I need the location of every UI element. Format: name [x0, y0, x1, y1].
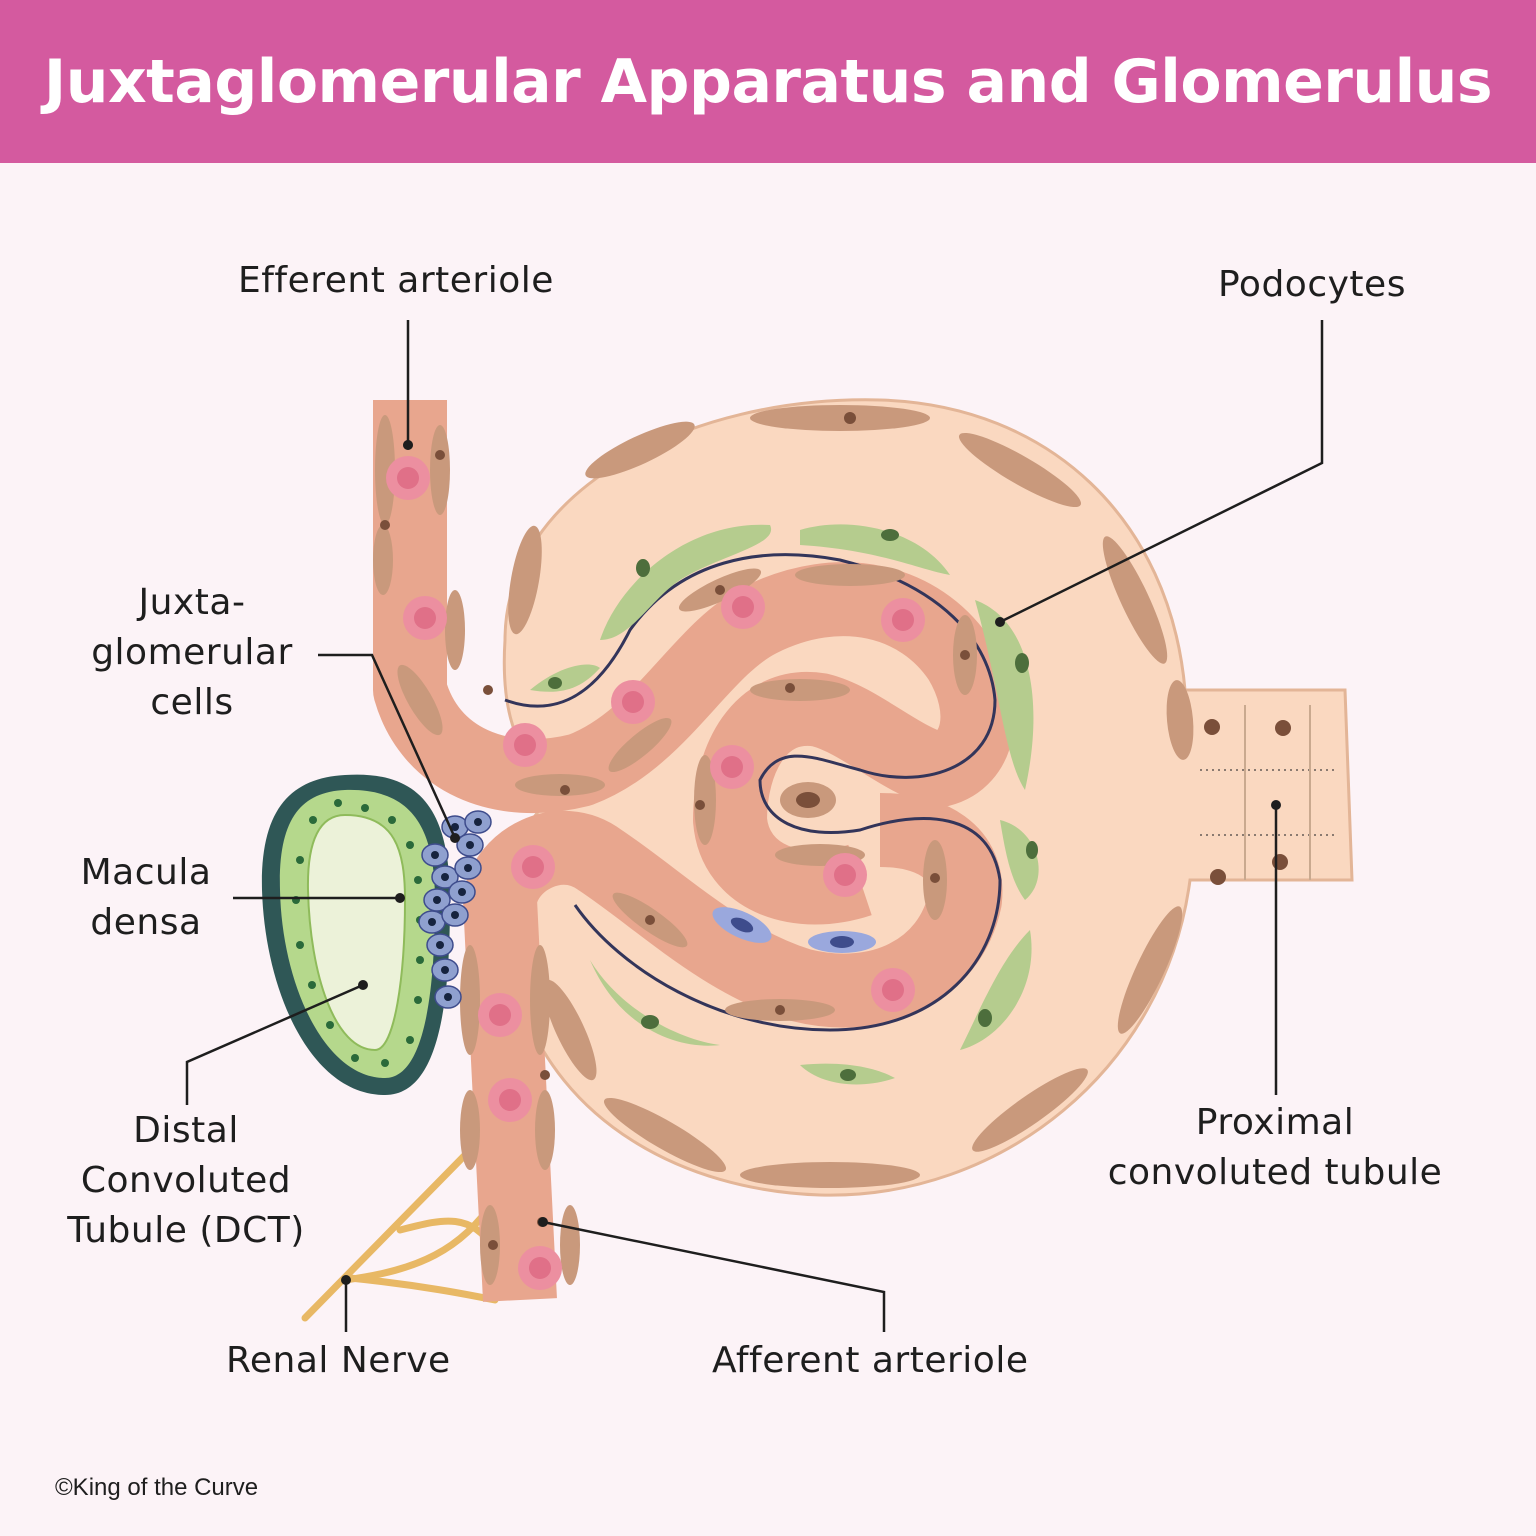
renal-nerve: [301, 1146, 499, 1322]
parietal-cell: [508, 525, 542, 635]
leader-dots: [341, 440, 1281, 1285]
label-jg-line-2: glomerular: [91, 632, 293, 673]
label-juxtaglomerular-cells: Juxta- glomerular cells: [72, 578, 312, 728]
parietal-cell: [603, 1097, 727, 1173]
label-pct-line-1: Proximal: [1195, 1102, 1355, 1143]
parietal-cell: [750, 405, 930, 431]
mesangial-nucleus: [796, 792, 820, 808]
podocyte: [600, 524, 772, 640]
label-dct-line-1: Distal: [133, 1110, 239, 1151]
parietal-cell: [1166, 680, 1194, 760]
podocyte: [960, 930, 1032, 1050]
red-blood-cells: [386, 456, 925, 1290]
label-podocytes: Podocytes: [1218, 264, 1406, 305]
label-renal-nerve: Renal Nerve: [226, 1340, 451, 1381]
label-dct: Distal Convoluted Tubule (DCT): [46, 1106, 326, 1256]
podocyte: [590, 960, 720, 1046]
podocyte: [800, 524, 950, 575]
leader-podocytes: [999, 320, 1324, 624]
basement-membrane: [504, 553, 1002, 1032]
label-dct-line-2: Convoluted: [80, 1160, 292, 1201]
label-pct-line-2: convoluted tubule: [1107, 1152, 1443, 1193]
leader-jg-cells: [318, 653, 457, 839]
parietal-cell: [972, 1068, 1088, 1152]
label-md-line-2: densa: [90, 902, 202, 943]
parietal-cell: [958, 432, 1082, 508]
podocyte-nuclei: [548, 529, 1038, 1081]
leader-lines: [185, 320, 1324, 1332]
label-md-line-1: Macula: [80, 852, 212, 893]
label-afferent-arteriole: Afferent arteriole: [712, 1340, 1029, 1381]
parietal-cells: [508, 405, 1194, 1188]
podocyte: [975, 600, 1034, 790]
title-banner: Juxtaglomerular Apparatus and Glomerulus: [0, 0, 1536, 163]
podocytes: [530, 524, 1039, 1085]
pct-brush-border: [1200, 705, 1335, 880]
free-cells: [712, 907, 876, 953]
parietal-cell: [740, 1162, 920, 1188]
label-jg-line-1: Juxta-: [138, 582, 246, 623]
parietal-cell: [1102, 536, 1168, 664]
label-efferent-arteriole: Efferent arteriole: [238, 260, 554, 301]
copyright-credit: ©King of the Curve: [55, 1474, 259, 1501]
label-pct: Proximal convoluted tubule: [1090, 1098, 1460, 1198]
page-title: Juxtaglomerular Apparatus and Glomerulus: [43, 46, 1493, 117]
leader-afferent: [542, 1220, 886, 1332]
podocyte: [1000, 820, 1039, 900]
distal-convoluted-tubule: [261, 774, 450, 1095]
parietal-cell: [543, 979, 597, 1081]
leader-dct: [185, 983, 364, 1105]
parietal-cell: [1117, 906, 1183, 1034]
podocyte: [530, 664, 600, 692]
jg-cell-nuclei: [428, 818, 482, 1001]
endothelial-cells: [373, 415, 977, 1285]
label-jg-line-3: cells: [150, 682, 234, 723]
label-dct-line-3: Tubule (DCT): [67, 1210, 305, 1251]
parietal-cell: [585, 421, 695, 479]
dct-nuclei: [292, 799, 424, 1067]
label-macula-densa: Macula densa: [66, 848, 226, 948]
afferent-arteriole: [463, 793, 1003, 1302]
